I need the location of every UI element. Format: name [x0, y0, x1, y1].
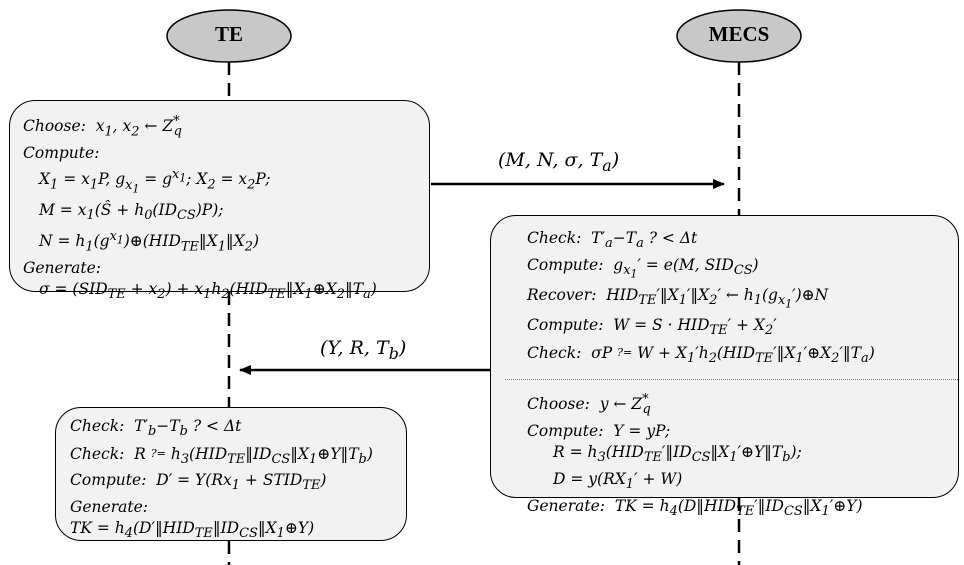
te-line-compute: Compute:	[23, 143, 100, 162]
message-y-r-tb: (Y, R, Tb)	[320, 337, 407, 363]
mecs-line-choose: Choose: y ← Z*q	[527, 392, 651, 418]
mecs-line-recover: Recover: HIDTE′‖X1′‖X2′ ← h1(gx1′)⊕N	[527, 285, 829, 311]
te-line-m: M = x1(Ŝ + h0(IDCS)P);	[39, 200, 224, 223]
mecs-box: Check: T′a−Ta ? < Δt Compute: gx1′ = e(M…	[490, 215, 959, 519]
te-line-choose: Choose: x1, x2 ← Z*q	[23, 114, 182, 140]
mecs-line-check-sigma: Check: σP ?= W + X1′h2(HIDTE′‖X1′⊕X2′‖Ta…	[527, 343, 875, 366]
te-box-second: Check: T′b−Tb ? < Δt Check: R ?= h3(HIDT…	[55, 407, 407, 541]
te2-line-tk: TK = h4(D′‖HIDTE‖IDCS‖X1⊕Y)	[70, 519, 315, 542]
te-line-n: N = h1(gx1)⊕(HIDTE‖X1‖X2)	[39, 229, 259, 255]
mecs-actor-label: MECS	[708, 22, 770, 46]
mecs-line-d: D = y(RX1′ + W)	[553, 469, 683, 493]
mecs-line-generate-tk: Generate: TK = h4(D‖HIDTE′‖IDCS‖X1′⊕Y)	[527, 496, 863, 519]
mecs-actor-ellipse	[676, 9, 802, 63]
mecs-line-check-ta: Check: T′a−Ta ? < Δt	[527, 229, 698, 252]
mecs-line-compute-gx: Compute: gx1′ = e(M, SIDCS)	[527, 255, 759, 281]
te-line-generate: Generate:	[23, 258, 101, 277]
te2-line-generate: Generate:	[70, 497, 148, 516]
mecs-line-r: R = h3(HIDTE′‖IDCS‖X1′⊕Y‖Tb);	[553, 443, 802, 466]
mecs-line-compute-w: Compute: W = S · HIDTE′ + X2′	[527, 315, 777, 339]
te-line-x1-x2: X1 = x1P, gx1 = gx1; X2 = x2P;	[39, 167, 271, 196]
mecs-line-compute-y: Compute: Y = yP;	[527, 421, 671, 440]
te-actor-label: TE	[214, 22, 243, 46]
te2-line-check-tb: Check: T′b−Tb ? < Δt	[70, 417, 242, 440]
te-actor-ellipse	[166, 9, 292, 63]
te2-line-check-r: Check: R ?= h3(HIDTE‖IDCS‖X1⊕Y‖Tb)	[70, 444, 373, 467]
te-box-first: Choose: x1, x2 ← Z*q Compute: X1 = x1P, …	[9, 100, 430, 303]
mecs-box-divider	[505, 379, 958, 381]
te-line-sigma: σ = (SIDTE + x2) + x1h2(HIDTE‖X1⊕X2‖Ta)	[39, 280, 377, 303]
te2-line-compute-d: Compute: D′ = Y(Rx1 + STIDTE)	[70, 471, 327, 494]
message-m-n-sigma-ta: (M, N, σ, Ta)	[498, 149, 620, 175]
